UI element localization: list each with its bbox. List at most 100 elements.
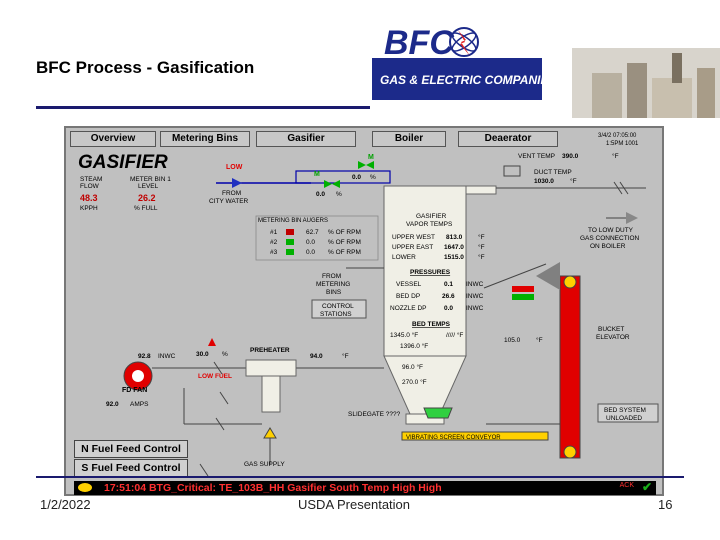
from-metering-3: BINS xyxy=(326,289,342,296)
bfc-logo: GAS & ELECTRIC COMPANIES BFC xyxy=(372,18,720,118)
vibrating-conveyor xyxy=(401,431,549,441)
auger-1-id: #1 xyxy=(270,229,278,236)
steam-flow-label-2: FLOW xyxy=(80,183,100,190)
screen-title: GASIFIER xyxy=(78,152,168,173)
low-label: LOW xyxy=(226,164,243,171)
bed-temp-right: 105.0 xyxy=(504,337,521,344)
n-fuel-feed-button[interactable]: N Fuel Feed Control xyxy=(74,440,188,458)
from-metering-2: METERING xyxy=(316,281,350,288)
ack-button[interactable]: ACK xyxy=(619,482,634,489)
alarm-bell-icon xyxy=(78,483,92,492)
bed-temp-4: 96.0 °F xyxy=(402,363,423,371)
to-low-duct-3: ON BOILER xyxy=(590,243,626,250)
vapor-upper-east-value: 1647.0 xyxy=(444,244,464,251)
preheater-label: PREHEATER xyxy=(250,347,290,354)
fd-fan-amps-unit: AMPS xyxy=(130,401,149,408)
bed-temps-title: BED TEMPS xyxy=(412,321,451,328)
auger-1-unit: % OF RPM xyxy=(328,229,361,236)
bed-temp-right-unit: °F xyxy=(536,336,543,344)
vapor-lower-value: 1515.0 xyxy=(444,254,464,261)
fan-alarm-icon xyxy=(208,338,216,346)
auger-1-value: 62.7 xyxy=(306,229,319,236)
fd-fan-pressure-unit: INWC xyxy=(158,353,176,360)
valve-2-unit: % xyxy=(336,191,342,198)
tab-metering-bins[interactable]: Metering Bins xyxy=(160,131,250,147)
vapor-upper-west-unit: °F xyxy=(478,233,485,241)
fan-pct-unit: % xyxy=(222,351,228,358)
bucket-elevator xyxy=(559,275,581,459)
auger-3-value: 0.0 xyxy=(306,249,315,256)
valve-1-unit: % xyxy=(370,174,376,181)
logo-brand: BFC xyxy=(384,24,454,62)
bed-system-label-2: UNLOADED xyxy=(606,415,642,422)
timestamp-line-2: 1:5PM 1001 xyxy=(606,141,639,147)
preheater-temp: 94.0 xyxy=(310,353,323,360)
vapor-upper-east-unit: °F xyxy=(478,243,485,251)
vapor-upper-east-label: UPPER EAST xyxy=(392,244,433,251)
footer-rule xyxy=(36,476,684,478)
bed-temp-1: 1345.0 °F xyxy=(390,331,418,339)
valve-2-icon xyxy=(324,180,332,188)
valve-2-value: 0.0 xyxy=(316,191,325,198)
title-underline xyxy=(36,106,370,109)
valve-m-label-2: M xyxy=(314,171,320,178)
vent-damper-icon xyxy=(503,165,521,177)
duct-temp-unit: °F xyxy=(570,177,577,185)
auger-3-id: #3 xyxy=(270,249,278,256)
duct-temp-label: DUCT TEMP xyxy=(534,169,572,176)
slide-title: BFC Process - Gasification xyxy=(36,58,255,77)
bucket-elevator-label-1: BUCKET xyxy=(598,326,624,333)
s-fuel-feed-button[interactable]: S Fuel Feed Control xyxy=(74,459,188,477)
gas-supply-label: GAS SUPPLY xyxy=(244,461,285,468)
elevator-bottom-motor-icon xyxy=(563,445,577,459)
water-flow-arrow-icon xyxy=(232,178,242,188)
bed-temp-3: 1396.0 °F xyxy=(400,342,428,350)
gas-supply-icon xyxy=(263,427,277,439)
vibrating-conveyor-label: VIBRATING SCREEN CONVEYOR xyxy=(406,435,501,441)
tab-deaerator[interactable]: Deaerator xyxy=(458,131,558,147)
duct-temp-value: 1030.0 xyxy=(534,178,554,185)
from-city-water-2: CITY WATER xyxy=(209,198,249,205)
fan-pct: 30.0 xyxy=(196,351,209,358)
pressure-nozzle-unit: INWC xyxy=(466,305,484,312)
control-stations-button[interactable] xyxy=(311,299,367,319)
auger-1-status-icon xyxy=(286,229,294,235)
auger-2-status-icon xyxy=(286,239,294,245)
vapor-title-1: GASIFIER xyxy=(416,213,447,220)
valve-1-value: 0.0 xyxy=(352,174,361,181)
vapor-lower-label: LOWER xyxy=(392,254,416,261)
auger-3-status-icon xyxy=(286,249,294,255)
valve-1-icon xyxy=(358,161,366,169)
vent-temp-unit: °F xyxy=(612,152,619,160)
tab-gasifier[interactable]: Gasifier xyxy=(256,131,356,147)
alarm-banner[interactable]: 17:51:04 BTG_Critical: TE_103B_HH Gasifi… xyxy=(74,480,656,495)
vapor-upper-west-value: 813.0 xyxy=(446,234,463,241)
alarm-text: 17:51:04 BTG_Critical: TE_103B_HH Gasifi… xyxy=(104,482,442,494)
steam-flow-unit: KPPH xyxy=(80,205,98,212)
vent-temp-value: 390.0 xyxy=(562,153,579,160)
process-diagram: 3/4/2 07:05:00 1:5PM 1001 GASIFIER STEAM… xyxy=(78,133,659,477)
pressure-nozzle-value: 0.0 xyxy=(444,305,453,312)
page-number: 16 xyxy=(658,497,673,512)
preheater-unit: °F xyxy=(342,352,349,360)
to-low-duct-2: GAS CONNECTION xyxy=(580,235,640,242)
bed-system-status xyxy=(597,403,659,423)
check-icon[interactable]: ✔ xyxy=(641,480,652,494)
meter-bin-unit: % FULL xyxy=(134,205,158,212)
hmi-screen: Overview Metering Bins Gasifier Boiler D… xyxy=(64,126,664,496)
bed-system-label-1: BED SYSTEM xyxy=(604,407,646,414)
bucket-elevator-label-2: ELEVATOR xyxy=(596,334,630,341)
tab-boiler[interactable]: Boiler xyxy=(372,131,446,147)
vapor-lower-unit: °F xyxy=(478,253,485,261)
pressure-bed-dp-unit: INWC xyxy=(466,293,484,300)
pressure-vessel-value: 0.1 xyxy=(444,281,453,288)
auger-2-value: 0.0 xyxy=(306,239,315,246)
steam-flow-label-1: STEAM xyxy=(80,176,102,183)
pressure-nozzle-label: NOZZLE DP xyxy=(390,305,426,312)
to-low-duct-1: TO LOW DUTY xyxy=(588,227,634,234)
low-duty-arrow-icon xyxy=(626,212,638,224)
tab-overview[interactable]: Overview xyxy=(70,131,156,147)
fd-fan-pressure: 92.8 xyxy=(138,353,151,360)
meter-bin-label-1: METER BIN 1 xyxy=(130,176,171,183)
vent-temp-label: VENT TEMP xyxy=(518,153,555,160)
